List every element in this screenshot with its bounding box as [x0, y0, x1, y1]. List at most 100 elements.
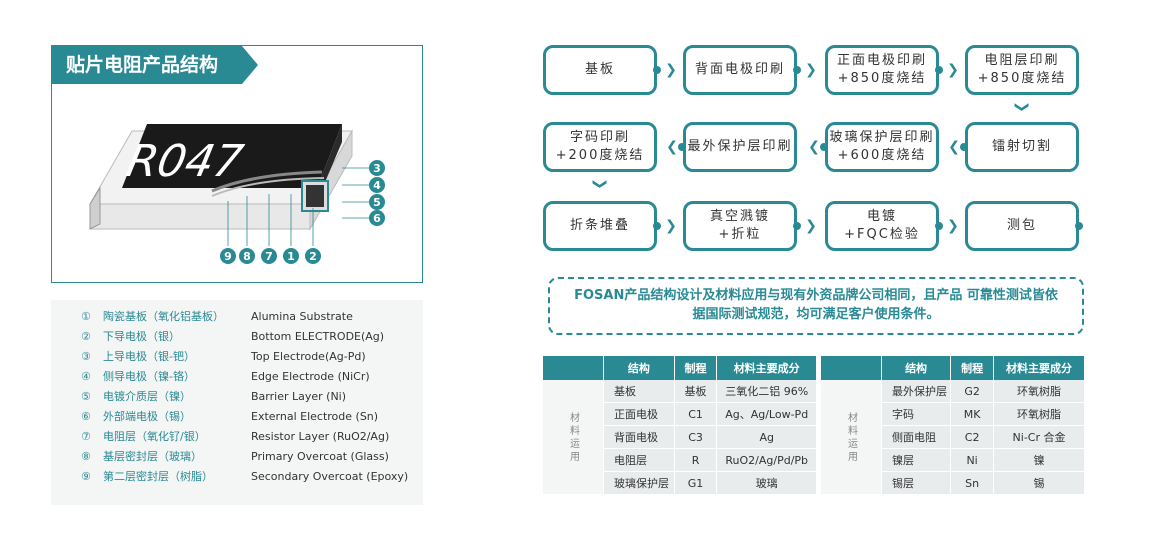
- callout-8: [239, 248, 255, 264]
- legend-en: Barrier Layer (Ni): [251, 390, 347, 403]
- substrate-front: [89, 203, 311, 230]
- table-cell: 字码: [882, 403, 952, 426]
- table-header-row: 结构 制程 材料主要成分: [821, 356, 1085, 380]
- terminal-core: [306, 185, 324, 207]
- connector-dot: [653, 66, 661, 74]
- callout-7: [261, 248, 277, 264]
- table-header-blank: [543, 356, 604, 380]
- callout-3: [369, 160, 385, 176]
- flow-step-6: 玻璃保护层印刷 +600度烧结: [825, 122, 939, 172]
- legend-item: ⑧ 基层密封层（玻璃） Primary Overcoat (Glass): [51, 447, 423, 467]
- legend-item: ⑥ 外部端电极（锡） External Electrode (Sn): [51, 407, 423, 427]
- flow-step-label: 电阻层印刷 +850度烧结: [977, 53, 1067, 86]
- legend-item: ① 陶瓷基板（氧化铝基板） Alumina Substrate: [51, 307, 423, 327]
- table-cell: 基板: [604, 380, 675, 403]
- callout-circles-bottom: [220, 248, 321, 264]
- flow-step-11: 电镀 +FQC检验: [825, 201, 939, 251]
- table-cell: G1: [674, 472, 718, 495]
- flow-step-7: 最外保护层印刷: [683, 122, 797, 172]
- table-side-label: 材料运用: [543, 380, 604, 495]
- flow-step-5: 镭射切割: [965, 122, 1079, 172]
- table-cell: 环氧树脂: [994, 380, 1085, 403]
- chevron-right-icon: ❯: [805, 218, 817, 234]
- legend-en: Primary Overcoat (Glass): [251, 450, 389, 463]
- connector-dot: [820, 143, 828, 151]
- table-row: 字码 MK 环氧树脂: [821, 403, 1085, 426]
- callout-circles-right: [369, 160, 385, 226]
- flow-step-label: 测包: [1006, 218, 1037, 233]
- callout-5: [369, 194, 385, 210]
- legend-en: Secondary Overcoat (Epoxy): [251, 470, 409, 483]
- flow-step-label: 字码印刷 +200度烧结: [555, 130, 645, 163]
- table-cell: 三氧化二铝 96%: [717, 380, 817, 403]
- table-cell: 环氧树脂: [994, 403, 1085, 426]
- overcoat-side: [317, 124, 342, 194]
- table-row: 材料运用 基板 基板 三氧化二铝 96%: [543, 380, 817, 495]
- chevron-right-icon: ❯: [665, 218, 677, 234]
- callout-1: [283, 248, 299, 264]
- table-cell: Ag、Ag/Low-Pd: [717, 403, 817, 426]
- callout-9: [220, 248, 236, 264]
- flow-step-label: 真空溅镀 +折粒: [709, 209, 770, 242]
- flow-step-label: 最外保护层印刷: [687, 139, 793, 154]
- connector-dot: [793, 222, 801, 230]
- legend-cn: 上导电极（银-钯）: [103, 350, 195, 363]
- flow-step-1: 基板: [543, 45, 657, 95]
- table-cell: R: [674, 449, 718, 472]
- legend-en: Bottom ELECTRODE(Ag): [251, 330, 385, 343]
- table-cell: RuO2/Ag/Pd/Pb: [717, 449, 817, 472]
- legend-en: Resistor Layer (RuO2/Ag): [251, 430, 390, 443]
- connector-dot: [1075, 222, 1083, 230]
- connector-dot: [678, 143, 686, 151]
- flow-step-label: 镭射切割: [991, 139, 1052, 154]
- table-cell: 最外保护层: [882, 380, 952, 403]
- table-cell: C1: [674, 403, 718, 426]
- callout-4-label: 4: [373, 179, 381, 192]
- legend-cn: 下导电极（银）: [103, 330, 180, 343]
- table-row: 侧面电阻 C2 Ni-Cr 合金: [821, 426, 1085, 449]
- legend-item: ⑨ 第二层密封层（树脂） Secondary Overcoat (Epoxy): [51, 467, 423, 487]
- flow-step-label: 背面电极印刷: [694, 62, 785, 77]
- glass-layer-edge: [211, 177, 325, 197]
- table-row: 镍层 Ni 镍: [821, 449, 1085, 472]
- left-terminal: [89, 186, 101, 230]
- table-cell: 锡层: [882, 472, 952, 495]
- table-cell: Ni: [951, 449, 995, 472]
- table-row: 正面电极 C1 Ag、Ag/Low-Pd: [543, 403, 817, 426]
- table-cell: C3: [674, 426, 718, 449]
- connector-dot: [653, 222, 661, 230]
- table-header-row: 结构 制程 材料主要成分: [543, 356, 817, 380]
- connector-dot: [793, 66, 801, 74]
- notice-box: FOSAN产品结构设计及材料应用与现有外资品牌公司相同，且产品 可靠性测试皆依据…: [548, 277, 1084, 335]
- table-cell: C2: [951, 426, 995, 449]
- panel-title: 贴片电阻产品结构: [52, 46, 258, 84]
- legend-en: Alumina Substrate: [251, 310, 353, 323]
- table-row: 材料运用 最外保护层 G2 环氧树脂: [821, 380, 1085, 495]
- right-leaders: [342, 167, 370, 219]
- table-side-label: 材料运用: [821, 380, 882, 495]
- flow-step-label: 正面电极印刷 +850度烧结: [836, 53, 927, 86]
- connector-dot: [960, 143, 968, 151]
- table-cell: 玻璃: [717, 472, 817, 495]
- legend-num: ⑦: [81, 430, 91, 443]
- table-cell: Ag: [717, 426, 817, 449]
- flow-step-label: 折条堆叠: [569, 218, 630, 233]
- legend-cn: 陶瓷基板（氧化铝基板）: [103, 310, 224, 323]
- table-cell: 正面电极: [604, 403, 675, 426]
- table-header: 结构: [604, 356, 675, 380]
- callout-3-label: 3: [373, 162, 381, 175]
- callout-5-label: 5: [373, 196, 381, 209]
- flow-step-8: 字码印刷 +200度烧结: [543, 122, 657, 172]
- flow-step-3: 正面电极印刷 +850度烧结: [825, 45, 939, 95]
- callout-1-label: 1: [287, 250, 295, 263]
- materials-table-right: 结构 制程 材料主要成分 材料运用 最外保护层 G2 环氧树脂 字码 MK 环氧…: [821, 356, 1085, 495]
- callout-4: [369, 177, 385, 193]
- flow-step-10: 真空溅镀 +折粒: [683, 201, 797, 251]
- legend-num: ③: [81, 350, 91, 363]
- callout-2: [305, 248, 321, 264]
- table-row: 玻璃保护层 G1 玻璃: [543, 472, 817, 495]
- table-cell: 镍: [994, 449, 1085, 472]
- legend-cn: 电镀介质层（镍）: [103, 390, 191, 403]
- legend-num: ①: [81, 310, 91, 323]
- overcoat-top: [122, 124, 342, 188]
